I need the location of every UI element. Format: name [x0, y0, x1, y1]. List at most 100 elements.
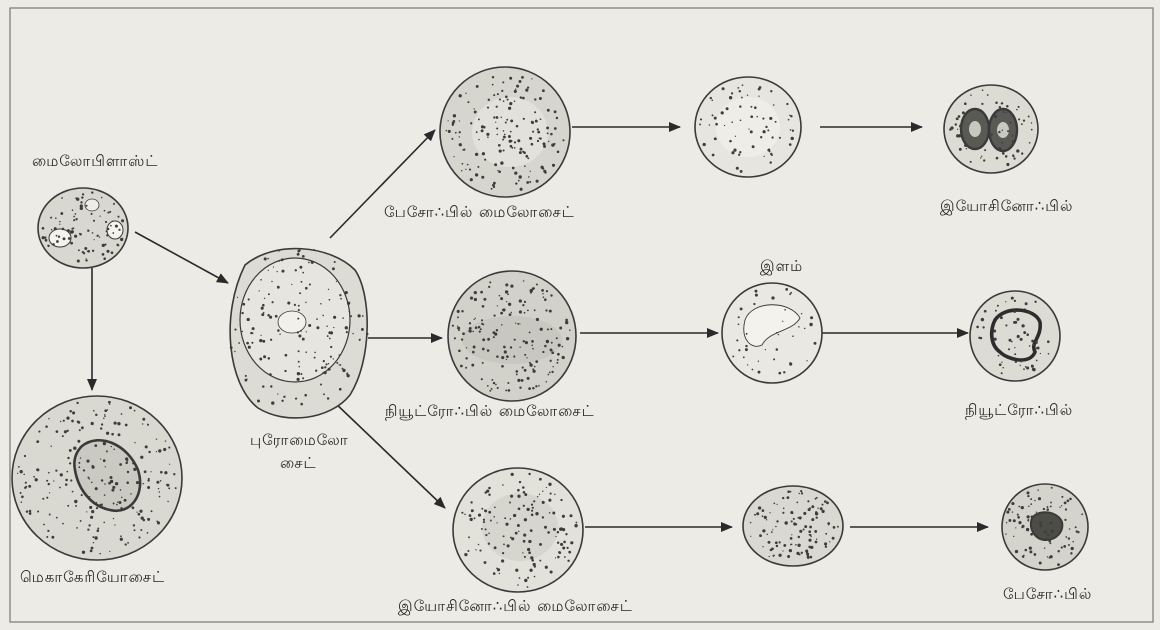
stipple-dot: [260, 279, 262, 281]
stipple-dot: [121, 497, 122, 498]
stipple-dot: [810, 556, 813, 559]
stipple-dot: [158, 488, 160, 490]
stipple-dot: [548, 483, 551, 486]
stipple-dot: [981, 103, 983, 105]
stipple-dot: [130, 505, 131, 506]
stipple-dot: [522, 304, 524, 306]
stipple-dot: [1068, 544, 1070, 546]
stipple-dot: [74, 500, 77, 503]
stipple-dot: [260, 335, 261, 336]
stipple-dot: [545, 309, 547, 311]
stipple-dot: [257, 400, 260, 403]
stipple-dot: [113, 203, 115, 205]
stipple-dot: [242, 331, 244, 333]
stipple-dot: [1005, 324, 1007, 326]
stipple-dot: [539, 560, 541, 562]
stipple-dot: [499, 573, 500, 574]
stipple-dot: [114, 524, 115, 525]
stipple-dot: [745, 348, 748, 351]
stipple-dot: [534, 565, 536, 567]
stipple-dot: [509, 313, 512, 316]
stipple-dot: [503, 149, 505, 151]
stipple-dot: [563, 541, 566, 544]
stipple-dot: [770, 549, 773, 552]
stipple-dot: [334, 261, 336, 263]
stipple-dot: [507, 99, 509, 101]
stipple-dot: [261, 307, 264, 310]
stipple-dot: [73, 447, 76, 450]
stipple-dot: [1017, 335, 1020, 338]
stipple-dot: [1039, 562, 1042, 565]
stipple-dot: [167, 484, 170, 487]
stipple-dot: [459, 131, 461, 133]
stipple-dot: [505, 121, 507, 123]
stipple-dot: [297, 250, 300, 253]
stipple-dot: [453, 156, 454, 157]
stipple-dot: [1040, 525, 1043, 528]
stipple-dot: [550, 294, 552, 296]
stipple-dot: [148, 478, 150, 480]
stipple-dot: [1005, 301, 1006, 302]
stipple-dot: [825, 533, 827, 535]
stipple-dot: [476, 85, 479, 88]
stipple-dot: [1070, 552, 1072, 554]
stipple-dot: [539, 494, 540, 495]
stipple-dot: [63, 420, 65, 422]
stipple-dot: [133, 524, 135, 526]
stipple-dot: [510, 284, 513, 287]
stipple-dot: [515, 182, 517, 184]
stipple-dot: [519, 80, 522, 83]
stipple-dot: [1059, 507, 1060, 508]
stipple-dot: [113, 503, 115, 505]
stipple-dot: [119, 463, 122, 466]
stipple-dot: [459, 120, 460, 121]
stipple-dot: [542, 516, 544, 518]
stipple-dot: [714, 117, 717, 120]
stipple-dot: [117, 501, 118, 502]
stipple-dot: [76, 402, 78, 404]
stipple-dot: [740, 119, 742, 121]
stipple-dot: [770, 90, 772, 92]
stipple-dot: [529, 181, 531, 183]
stipple-dot: [100, 458, 101, 459]
stipple-dot: [738, 349, 740, 351]
stipple-dot: [762, 118, 764, 120]
stipple-dot: [537, 496, 538, 497]
stipple-dot: [156, 451, 157, 452]
stipple-dot: [87, 230, 89, 232]
stipple-dot: [1036, 512, 1037, 513]
stipple-dot: [102, 253, 105, 256]
stipple-dot: [522, 97, 524, 99]
stipple-dot: [496, 568, 498, 570]
stipple-dot: [458, 349, 461, 352]
stipple-dot: [336, 281, 337, 282]
stipple-dot: [1029, 142, 1031, 144]
stipple-dot: [811, 505, 814, 508]
stipple-dot: [554, 494, 556, 496]
stipple-dot: [106, 250, 109, 253]
stipple-dot: [779, 137, 781, 139]
stipple-dot: [60, 421, 61, 422]
stipple-dot: [1023, 119, 1025, 121]
stipple-dot: [467, 101, 469, 103]
stipple-dot: [769, 556, 770, 557]
stipple-dot: [735, 136, 736, 137]
stipple-dot: [36, 469, 37, 470]
stipple-dot: [316, 326, 319, 329]
stipple-dot: [792, 513, 794, 515]
stipple-dot: [804, 328, 806, 330]
stipple-dot: [565, 321, 568, 324]
stipple-dot: [518, 507, 521, 510]
stipple-dot: [809, 526, 812, 529]
stipple-dot: [99, 553, 101, 555]
stipple-dot: [470, 501, 472, 503]
stipple-dot: [1012, 511, 1013, 512]
stipple-dot: [501, 365, 504, 368]
stipple-dot: [488, 286, 490, 288]
stipple-dot: [547, 328, 549, 330]
stipple-dot: [964, 102, 967, 105]
stipple-dot: [272, 301, 274, 303]
stipple-dot: [81, 196, 83, 198]
stipple-dot: [56, 517, 58, 519]
stipple-dot: [25, 482, 27, 484]
